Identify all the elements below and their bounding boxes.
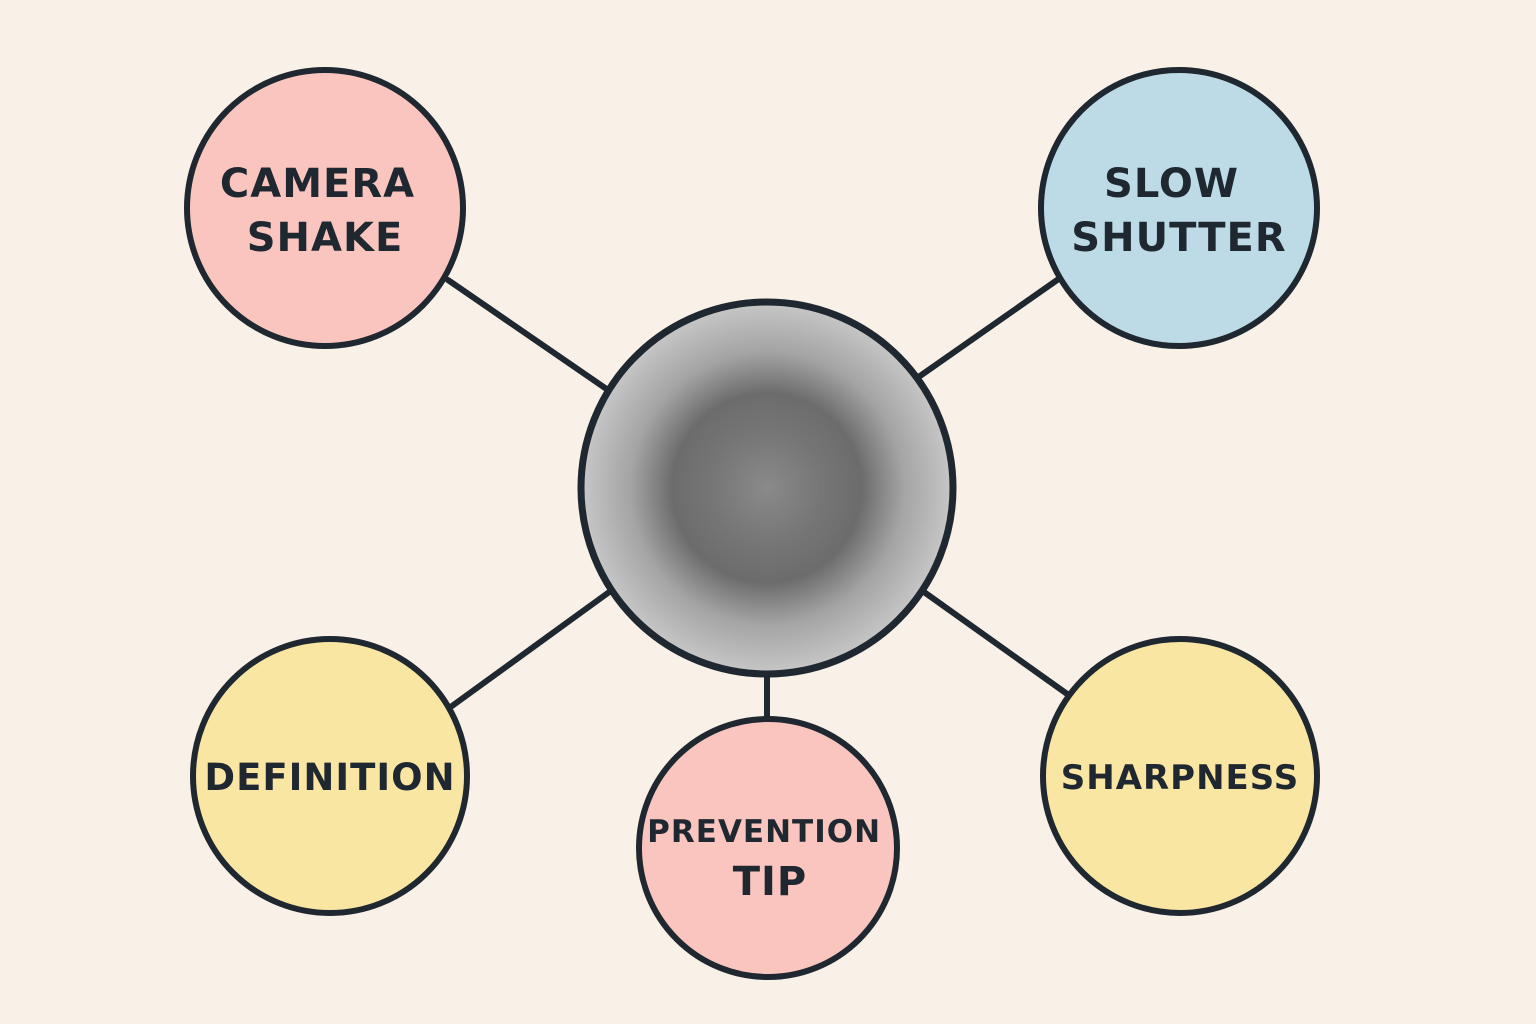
node-sharpness-circle: [1040, 636, 1320, 916]
node-slow-shutter-circle: [1038, 67, 1320, 349]
node-prevention-tip: PREVENTION TIP: [636, 716, 900, 980]
node-slow-shutter: SLOW SHUTTER: [1038, 67, 1320, 349]
node-definition-circle: [190, 636, 470, 916]
node-sharpness: SHARPNESS: [1040, 636, 1320, 916]
node-definition-label: DEFINITION: [204, 756, 455, 799]
blurred-circle-icon: [585, 306, 949, 670]
connector-definition: [449, 587, 615, 709]
node-camera-shake-label: CAMERA SHAKE: [220, 161, 430, 261]
connectors: [445, 275, 1073, 721]
node-definition: DEFINITION: [190, 636, 470, 916]
node-prevention-tip-label: PREVENTION TIP: [647, 814, 893, 905]
connector-sharpness: [921, 589, 1073, 699]
node-sharpness-label: SHARPNESS: [1061, 758, 1299, 798]
node-prevention-tip-circle: [636, 716, 900, 980]
connector-camera-shake: [445, 277, 611, 393]
node-slow-shutter-label: SLOW SHUTTER: [1071, 161, 1286, 261]
node-camera-shake-circle: [184, 67, 466, 349]
connector-slow-shutter: [917, 275, 1063, 379]
center-node: [577, 298, 957, 678]
node-camera-shake: CAMERA SHAKE: [184, 67, 466, 349]
